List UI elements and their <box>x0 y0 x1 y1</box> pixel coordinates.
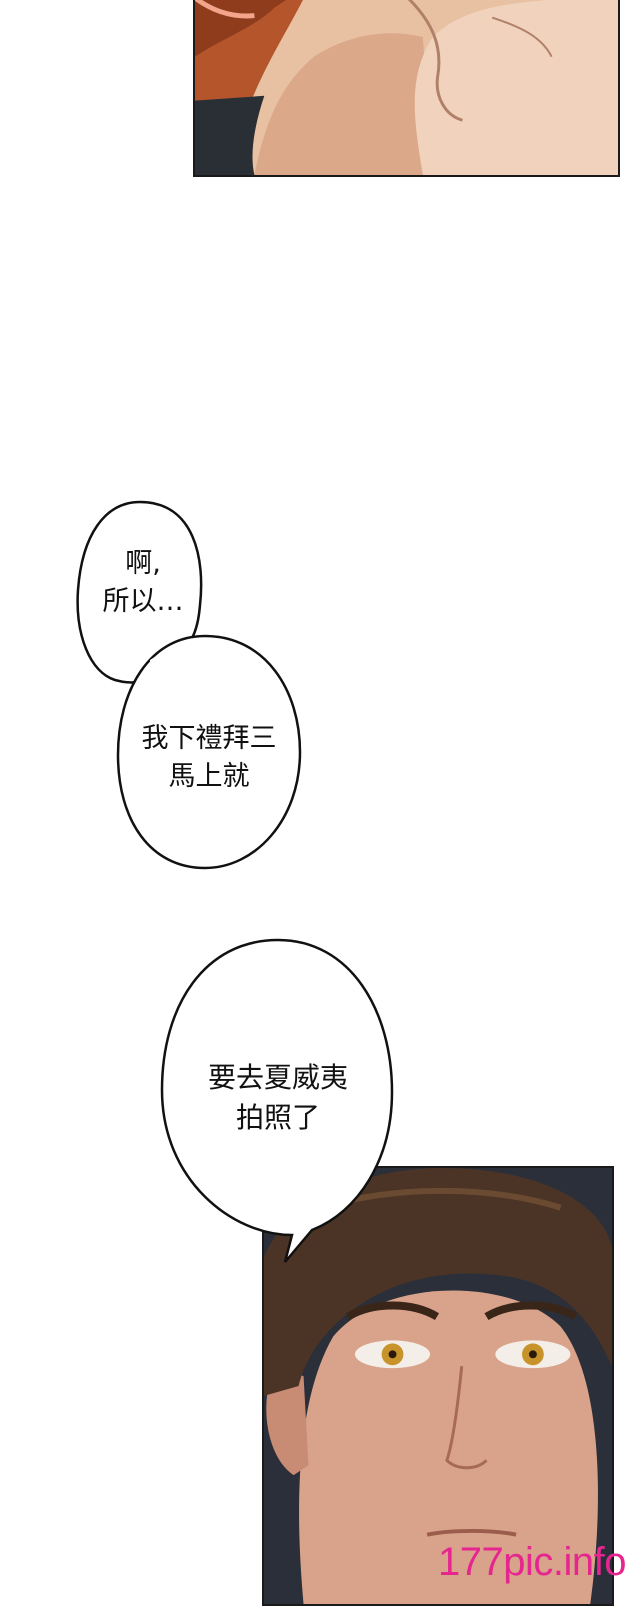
speech-bubble-2-text: 我下禮拜三 馬上就 <box>141 723 277 792</box>
top-comic-panel <box>193 0 620 177</box>
man-face-illustration <box>264 1168 612 1604</box>
site-watermark: 177pic.info <box>438 1540 626 1584</box>
speech-bubble-1-text: 啊, 所以… <box>102 548 184 617</box>
speech-bubble-3-text: 要去夏威夷 拍照了 <box>207 1061 348 1134</box>
kiss-illustration <box>195 0 618 175</box>
